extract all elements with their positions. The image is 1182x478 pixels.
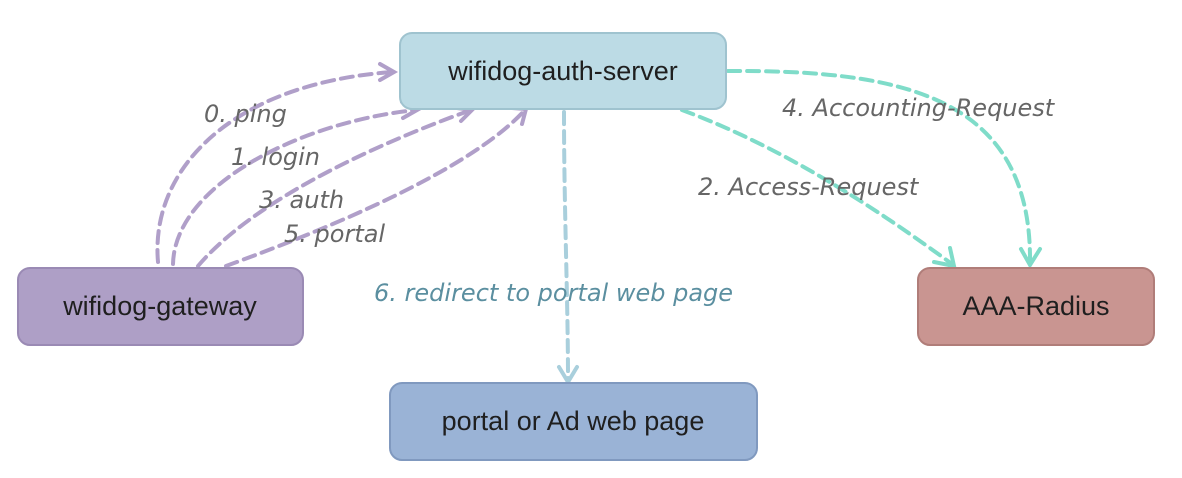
arrowhead-access-request: [932, 246, 957, 269]
node-radius: AAA-Radius: [917, 267, 1155, 346]
edge-label-auth: 3. auth: [259, 186, 344, 214]
node-auth-server: wifidog-auth-server: [399, 32, 727, 110]
edge-access-request: [680, 108, 954, 266]
node-gateway-box: [17, 267, 304, 346]
node-auth-server-box: [399, 32, 727, 110]
node-auth-server-label: wifidog-auth-server: [447, 56, 678, 86]
edge-label-portal: 5. portal: [284, 220, 385, 248]
edge-redirect: [562, 110, 570, 382]
edge-portal: [224, 108, 527, 268]
edge-accounting-request: [726, 68, 1033, 265]
arrowhead-ping: [378, 62, 399, 82]
node-gateway-label: wifidog-gateway: [62, 291, 257, 321]
node-portal-page: portal or Ad web page: [389, 382, 758, 461]
edge-label-login: 1. login: [231, 143, 320, 171]
node-portal-page-label: portal or Ad web page: [442, 406, 705, 436]
node-radius-label: AAA-Radius: [962, 291, 1109, 321]
arrowhead-accounting-request: [1019, 247, 1042, 269]
node-radius-box: [917, 267, 1155, 346]
edge-auth: [196, 108, 473, 268]
edge-label-accounting-request: 4. Accounting-Request: [782, 94, 1056, 122]
edge-label-redirect: 6. redirect to portal web page: [374, 279, 733, 307]
node-gateway: wifidog-gateway: [17, 267, 304, 346]
edge-login: [171, 108, 418, 266]
edge-ping: [155, 70, 394, 264]
edge-label-ping: 0. ping: [204, 100, 287, 128]
node-portal-page-box: [389, 382, 758, 461]
edges: [155, 68, 1033, 382]
edge-labels: 0. ping 1. login 3. auth 5. portal 2. Ac…: [204, 94, 1056, 307]
edge-label-access-request: 2. Access-Request: [698, 173, 920, 201]
